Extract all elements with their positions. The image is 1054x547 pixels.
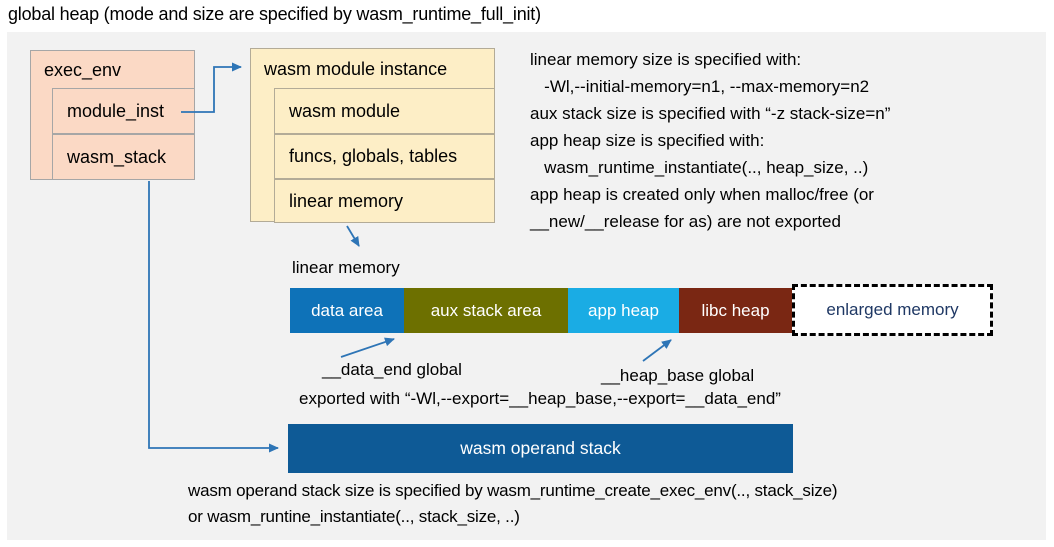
wasm-operand-stack-box: wasm operand stack [288,424,793,473]
operand-stack-note-line2: or wasm_runtine_instantiate(.., stack_si… [188,507,520,526]
note-line: wasm_runtime_instantiate(.., heap_size, … [530,158,869,177]
module-instance-row-linear-memory: linear memory [274,179,495,223]
segment-app-heap: app heap [568,288,679,333]
size-notes-block: linear memory size is specified with: -W… [530,46,890,235]
heap-base-global-label: __heap_base global [601,366,755,385]
segment-libc-heap: libc heap [679,288,792,333]
note-line: __new/__release for as) are not exported [530,212,841,231]
module-instance-row-funcs-globals-tables: funcs, globals, tables [274,134,495,179]
segment-aux-stack-area: aux stack area [404,288,568,333]
note-line: -Wl,--initial-memory=n1, --max-memory=n2 [530,77,870,96]
linear-memory-label: linear memory [292,258,400,277]
exec-env-box: exec_env module_inst wasm_stack [30,50,195,180]
diagram-title: global heap (mode and size are specified… [8,4,541,24]
data-end-global-label: __data_end global [322,360,462,379]
exec-env-row-module-inst: module_inst [52,88,195,134]
note-line: linear memory size is specified with: [530,50,802,69]
operand-stack-note-line1: wasm operand stack size is specified by … [188,481,838,500]
segment-data-area: data area [290,288,404,333]
exec-env-title: exec_env [44,59,122,80]
note-line: app heap is created only when malloc/fre… [530,185,874,204]
exec-env-row-wasm-stack: wasm_stack [52,134,195,180]
module-instance-box: wasm module instance wasm module funcs, … [250,48,495,223]
export-flags-note: exported with “-Wl,--export=__heap_base,… [299,389,781,408]
module-instance-row-wasm-module: wasm module [274,88,495,134]
note-line: app heap size is specified with: [530,131,765,150]
segment-enlarged-memory: enlarged memory [792,284,993,336]
module-instance-title: wasm module instance [264,58,448,79]
note-line: aux stack size is specified with “-z sta… [530,104,891,123]
